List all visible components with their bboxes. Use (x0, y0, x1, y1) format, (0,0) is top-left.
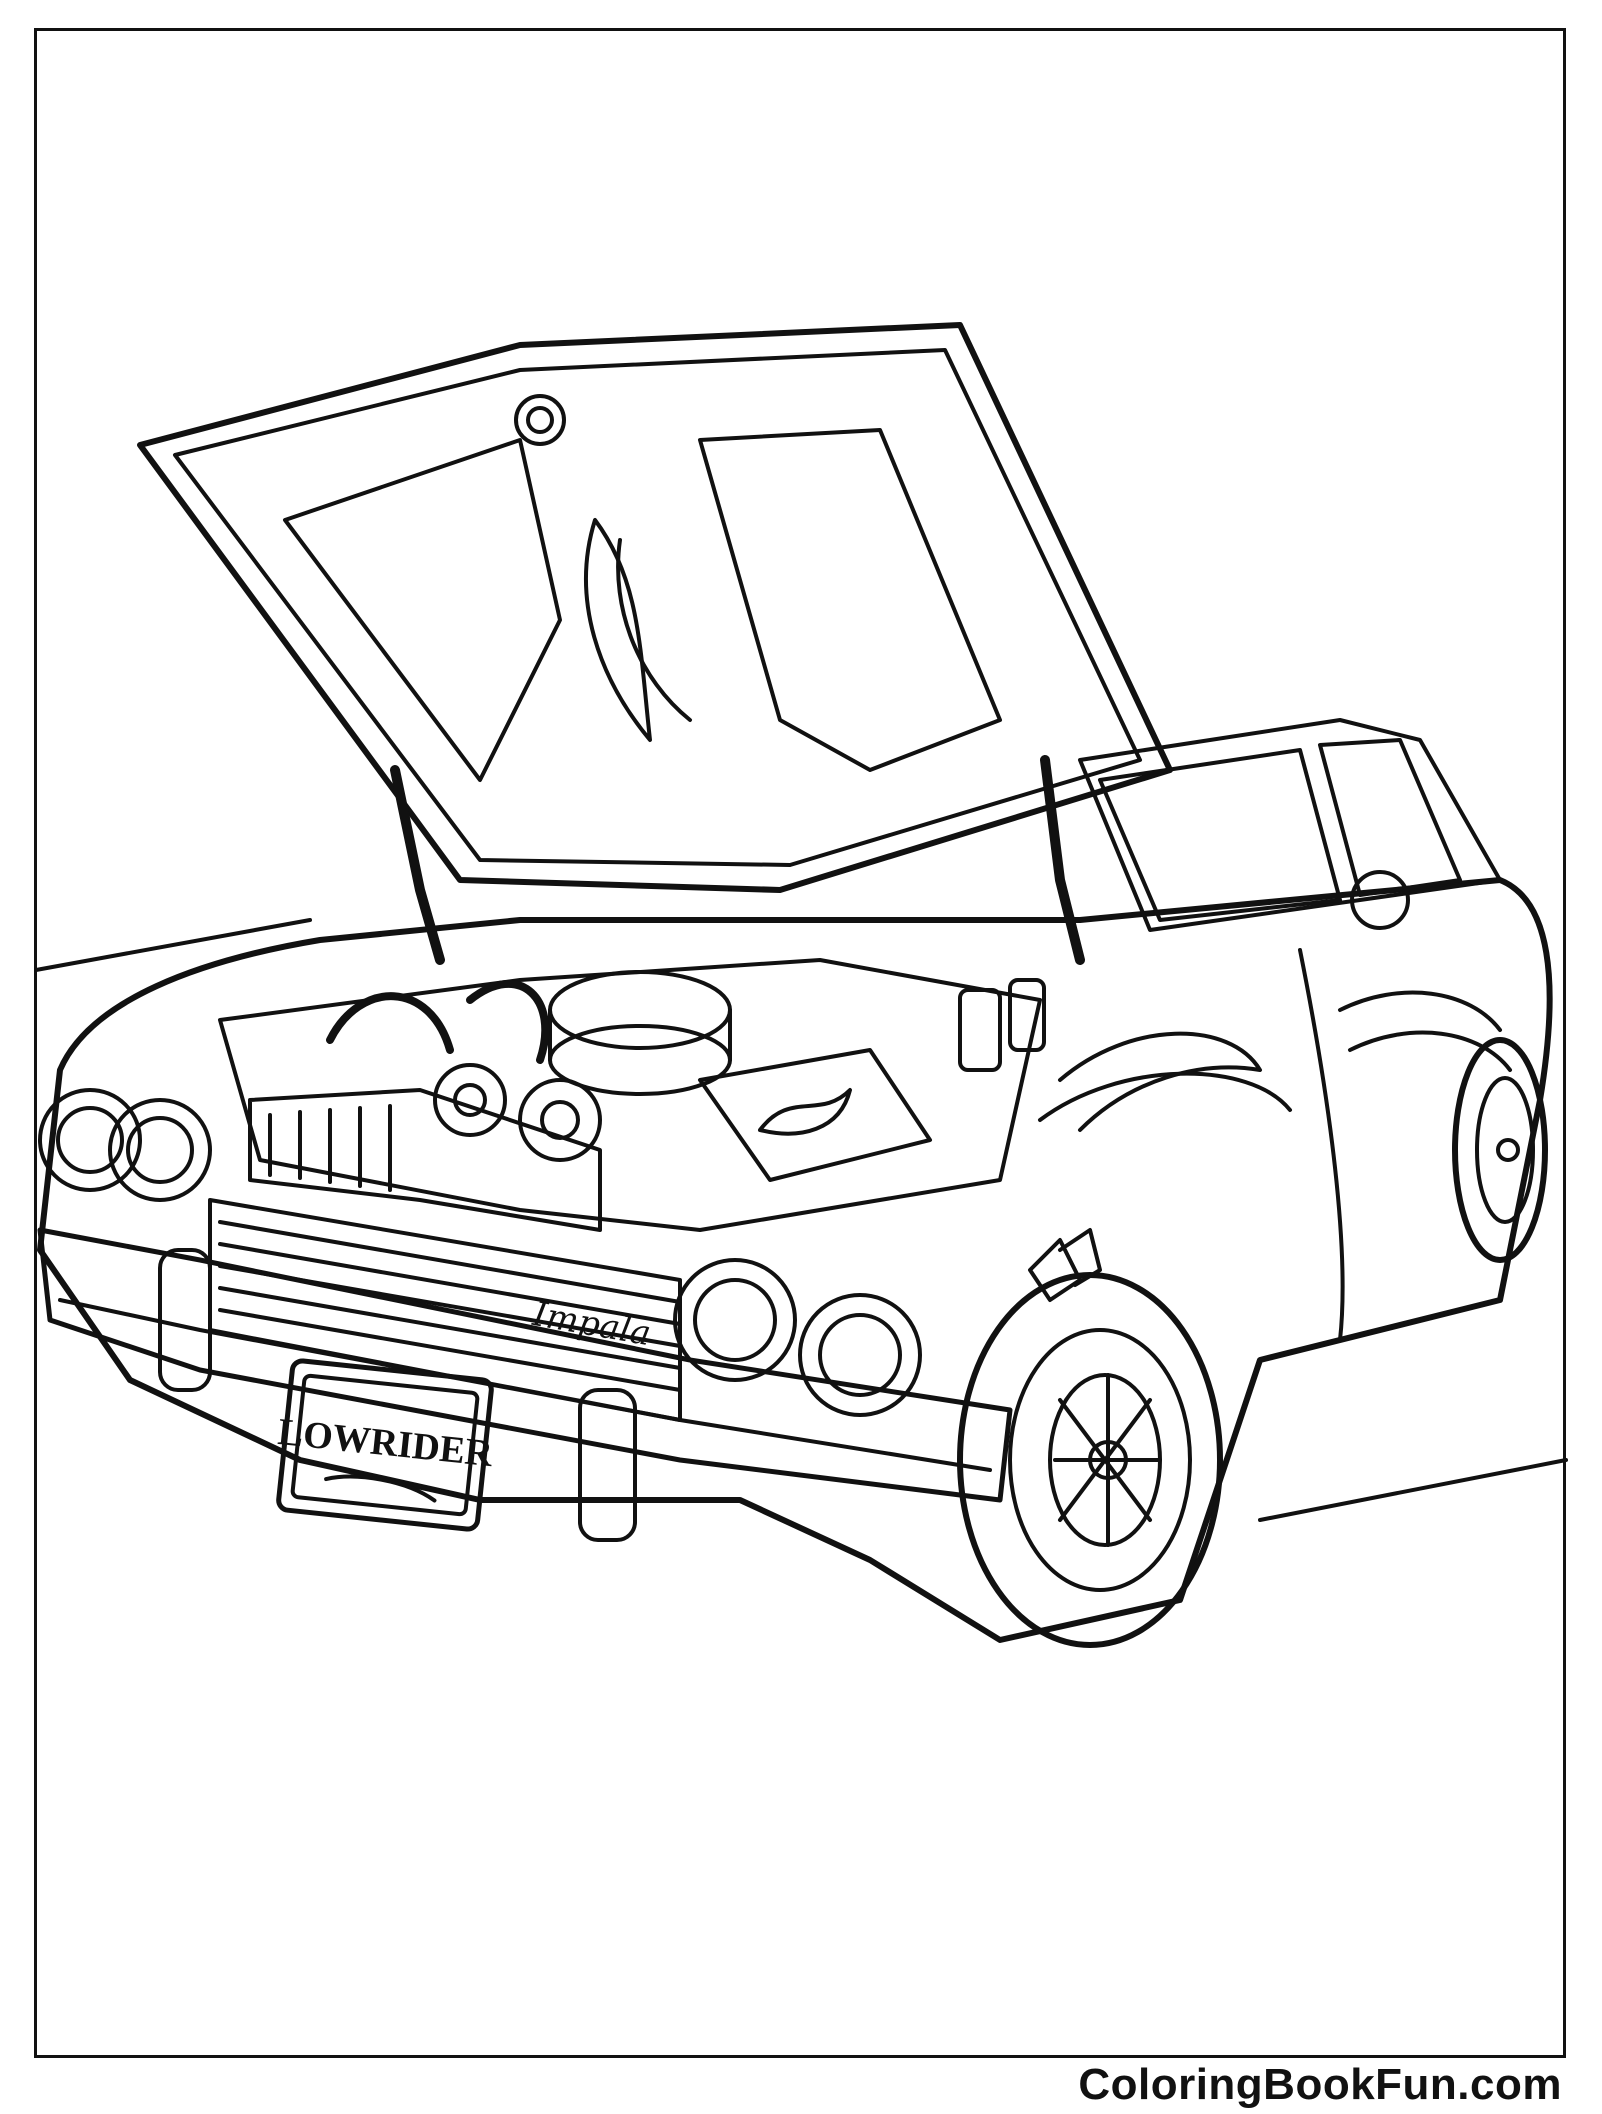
valve-cover (698, 1048, 932, 1182)
headlight-left-outer (38, 1088, 142, 1192)
ground-line-left (34, 918, 312, 972)
site-watermark: ColoringBookFun.com (1078, 2060, 1562, 2109)
hood-emblem (514, 394, 566, 446)
front-bumper (37, 1227, 1013, 1503)
hood-strut-left (390, 765, 445, 965)
car-body (37, 718, 1553, 1643)
side-mirror (1350, 870, 1410, 930)
headlight-left-inner (108, 1098, 212, 1202)
page-border (34, 28, 1566, 2058)
open-hood (137, 322, 1173, 893)
license-plate: LOWRIDER (276, 1358, 495, 1532)
rear-wheel (1452, 1037, 1548, 1263)
engine-bay (218, 958, 1046, 1232)
hood-strut-right (1040, 755, 1085, 965)
checkered-flag-emblem (1028, 1228, 1102, 1302)
front-wheel (957, 1272, 1223, 1648)
ground-line-right (1258, 1458, 1568, 1522)
headlight-right-outer (673, 1258, 797, 1382)
radiator (248, 1088, 602, 1232)
headlight-right-inner (798, 1293, 922, 1417)
